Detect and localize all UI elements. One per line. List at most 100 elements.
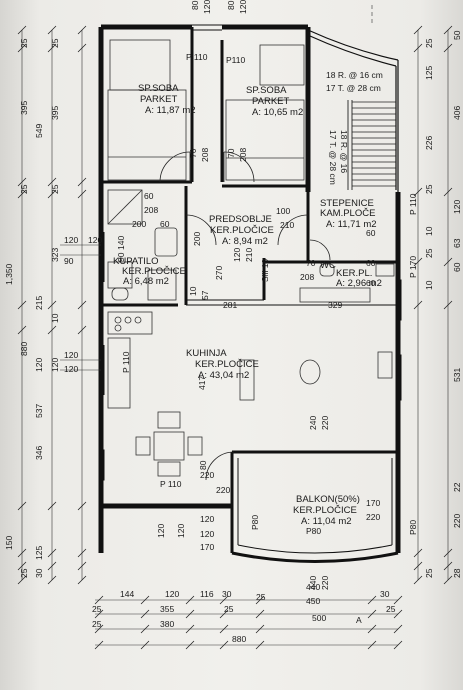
dimension-tick — [185, 624, 195, 634]
furniture — [107, 39, 395, 477]
left-small-dimensions: 25 395 120 120 120 120 — [50, 38, 78, 374]
room-area: A: 6,48 m2 — [123, 276, 169, 287]
dim-value: 220 — [320, 416, 330, 430]
room-floor: PARKET — [140, 94, 178, 105]
dimension-tick — [443, 257, 453, 267]
dim-value: 22 — [452, 482, 462, 492]
interior-dimensions: 60 208 200 60 120 140 90 70 208 70 208 1… — [88, 148, 380, 590]
dimension-tick — [47, 300, 57, 310]
room-name: WC — [320, 260, 336, 271]
dim-value: 240 — [308, 416, 318, 430]
dim-value: 1,350 — [4, 263, 14, 285]
dimension-tick — [17, 548, 27, 558]
dimension-tick — [255, 640, 265, 650]
dimension-tick — [413, 300, 423, 310]
dimension-tick — [443, 561, 453, 571]
dimension-tick — [413, 575, 423, 585]
dimension-tick — [77, 25, 87, 35]
dim-value: 120 — [64, 235, 78, 245]
dim-value: 120 — [202, 0, 212, 14]
dim-value: 80 — [198, 460, 208, 470]
dim-value: 10 — [50, 313, 60, 323]
dim-value: 25 — [224, 604, 234, 614]
wall-openings — [98, 24, 222, 395]
room-name: SP.SOBA — [246, 85, 287, 96]
door-label: P80 — [408, 520, 418, 535]
misc-labels: P 110 P110 P 110 P 110 P 110 P 170 P80 P… — [121, 52, 418, 625]
interior-walls — [101, 27, 398, 307]
dimension-tick — [393, 640, 403, 650]
dim-value: 270 — [214, 266, 224, 280]
dimension-tick — [140, 609, 150, 619]
window-marks — [98, 279, 402, 481]
dimension-tick — [47, 501, 57, 511]
dim-value: 549 — [34, 124, 44, 138]
dimension-tick — [17, 561, 27, 571]
dim-value: 200 — [192, 232, 202, 246]
left-inner-dimensions: 549 25 323 90 215 10 120 537 346 125 30 — [34, 124, 74, 578]
dim-value: 440 — [308, 576, 318, 590]
dim-value: 170 — [200, 542, 214, 552]
dim-value: 120 — [200, 529, 214, 539]
room-name: PREDSOBLJE — [209, 214, 272, 225]
dimension-tick — [443, 575, 453, 585]
dimension-tick — [47, 561, 57, 571]
room-area: A: 11,04 m2 — [301, 516, 352, 527]
door-label: P110 — [226, 55, 245, 65]
stairs-risers-vertical: 18 R. @ 16 — [339, 130, 349, 173]
dim-value: 25 — [19, 568, 29, 578]
dim-value: 120 — [238, 0, 248, 14]
dim-value: 30 — [222, 589, 232, 599]
dimension-tick — [443, 548, 453, 558]
dimension-tick — [47, 575, 57, 585]
dim-value: 120 — [34, 358, 44, 372]
dim-value: 281 — [223, 300, 237, 310]
dimension-tick — [77, 177, 87, 187]
dim-value: 70 — [188, 148, 198, 158]
dim-value: 70 — [226, 148, 236, 158]
dim-value: 90 — [64, 256, 74, 266]
dim-value: 60 — [144, 191, 154, 201]
dim-value: 30 — [34, 568, 44, 578]
dim-value: 220 — [216, 485, 230, 495]
dimension-tick — [413, 548, 423, 558]
dimension-tick — [17, 501, 27, 511]
dim-value: 170 — [366, 498, 380, 508]
stairs-treads-vertical: 17 T. @ 28 cm — [328, 130, 338, 185]
dimension-tick — [413, 257, 423, 267]
dimension-tick — [443, 25, 453, 35]
room-floor: KER.PL. — [336, 268, 372, 279]
dim-value: 208 — [300, 272, 314, 282]
dimension-ticks — [17, 25, 453, 650]
room-floor: KER.PLOČICE — [122, 266, 186, 277]
dim-value: 329 — [328, 300, 342, 310]
dimension-tick — [367, 595, 377, 605]
dim-value: 537 — [34, 404, 44, 418]
dim-value: 120 — [50, 358, 60, 372]
dimension-tick — [255, 595, 265, 605]
room-name: STEPENICE — [320, 198, 374, 209]
room-floor: KER.PLOČICE — [195, 359, 259, 370]
dimension-tick — [443, 187, 453, 197]
dimension-tick — [17, 575, 27, 585]
dimension-tick — [367, 640, 377, 650]
room-area: A: 11,87 m2 — [145, 105, 196, 116]
right-inner-dimensions: 25 125 226 25 10 25 10 25 — [424, 38, 434, 578]
dim-value: 395 — [19, 101, 29, 115]
dim-value: 208 — [144, 205, 158, 215]
dimension-tick — [443, 43, 453, 53]
sill-label: Sill 10 — [260, 259, 270, 282]
dim-value: 57 — [200, 290, 210, 300]
dim-value: 200 — [132, 219, 146, 229]
dimension-tick — [47, 189, 57, 199]
dim-value: 120 — [64, 350, 78, 360]
dimension-tick — [77, 548, 87, 558]
dim-value: 63 — [452, 238, 462, 248]
dim-value: 417 — [197, 376, 207, 390]
dimension-tick — [17, 300, 27, 310]
dim-value: 450 — [306, 596, 320, 606]
dimension-tick — [94, 624, 104, 634]
dimension-tick — [17, 25, 27, 35]
dimension-tick — [17, 189, 27, 199]
dimension-tick — [413, 25, 423, 35]
